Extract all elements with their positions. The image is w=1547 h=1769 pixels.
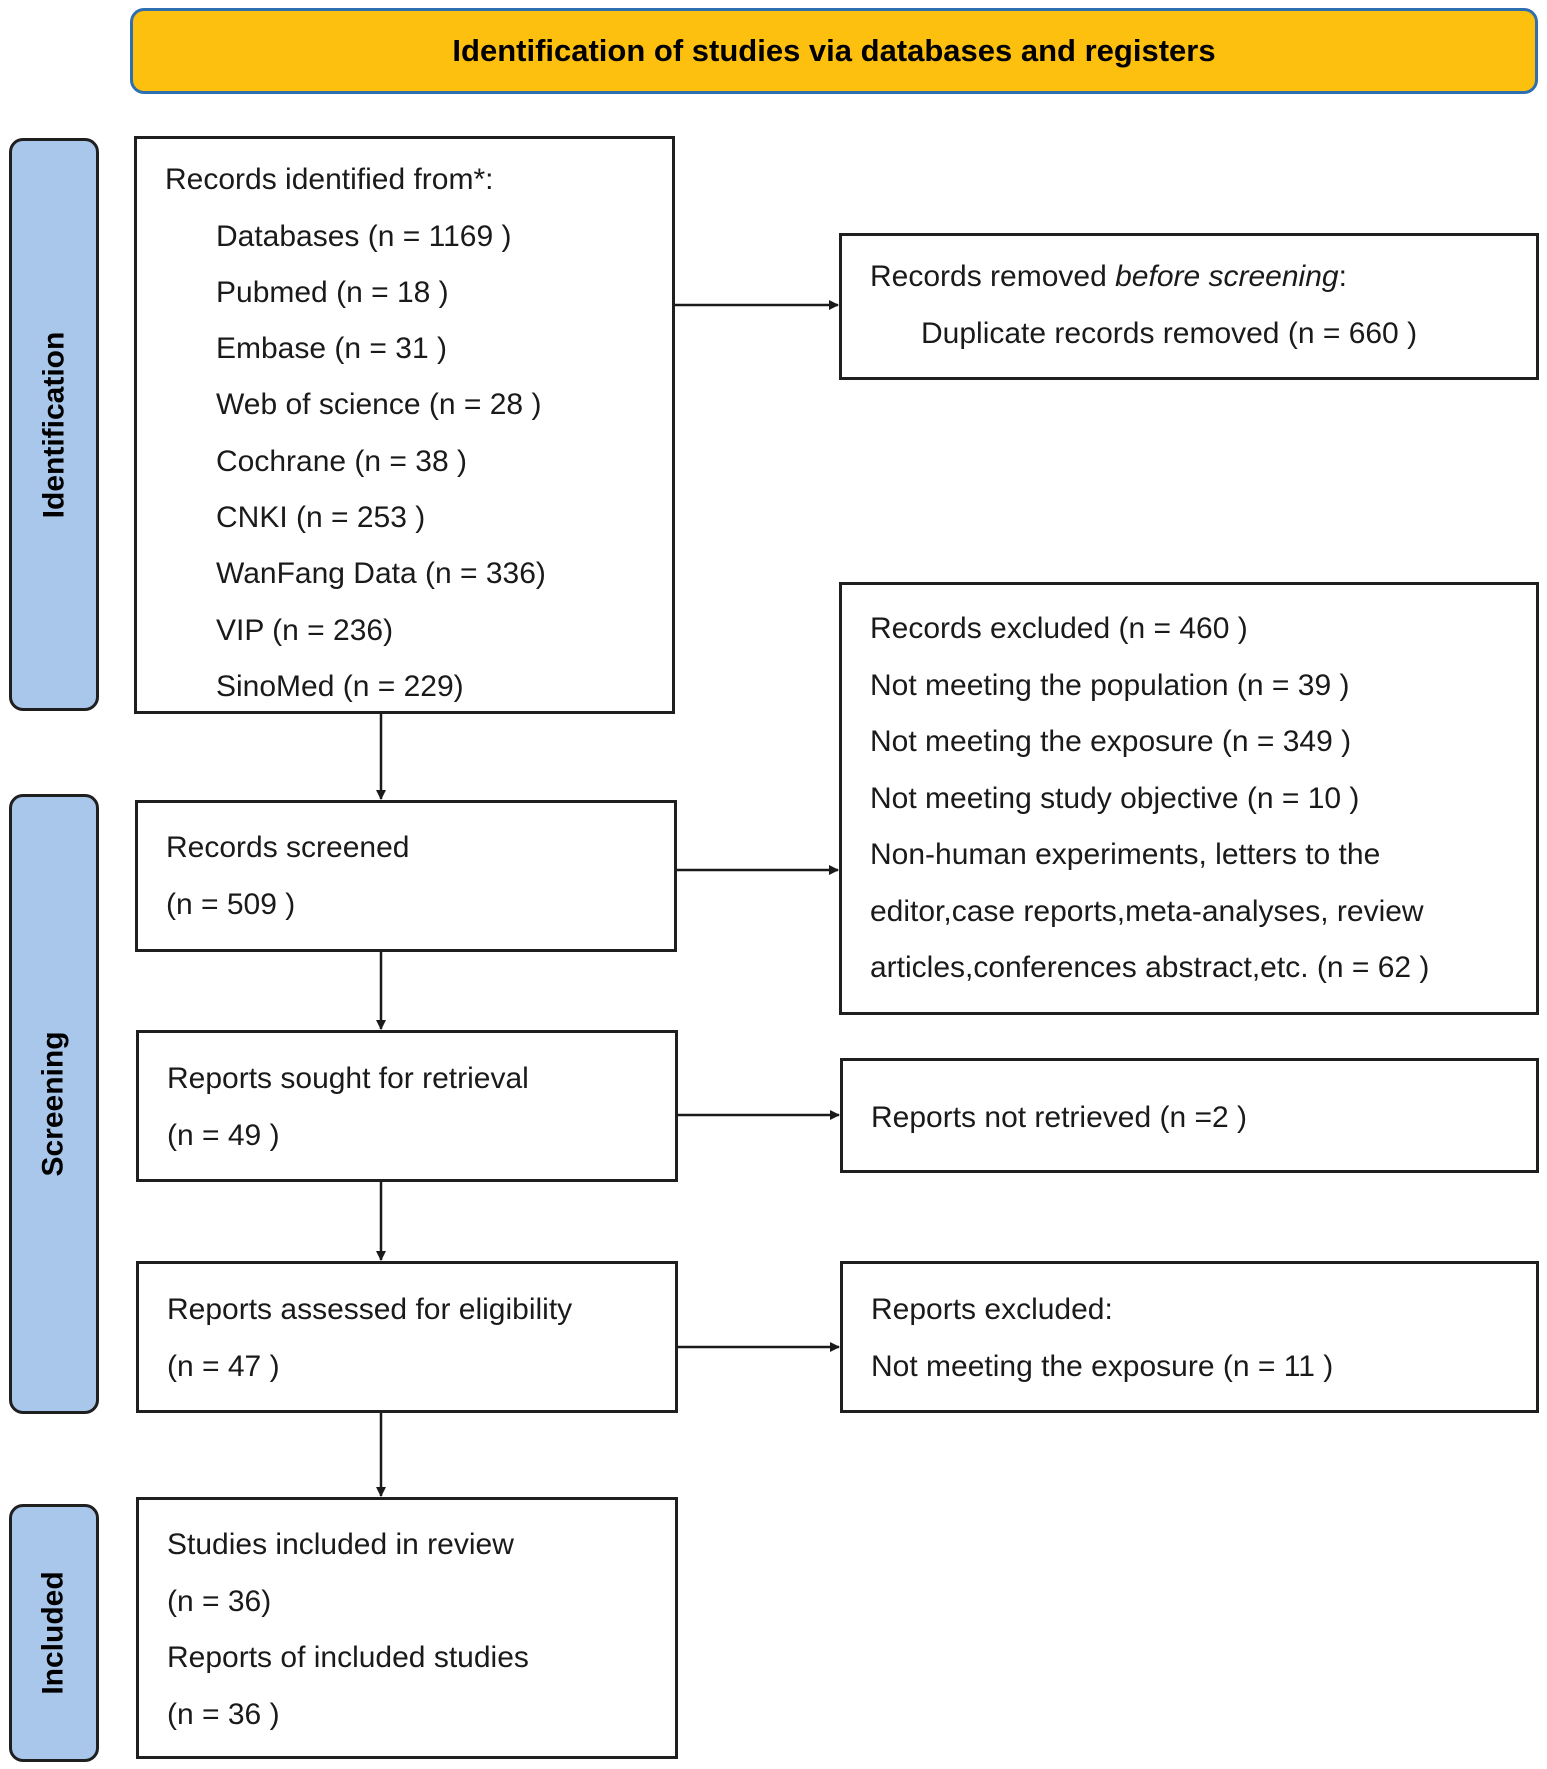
records-excluded-box: Records excluded (n = 460 ) Not meeting … <box>839 582 1539 1015</box>
studies-included-count: (n = 36) <box>167 1585 272 1618</box>
excluded-line: Non-human experiments, letters to the <box>870 838 1381 871</box>
reports-assessed-count: (n = 47 ) <box>167 1350 280 1383</box>
excluded-line: Not meeting the exposure (n = 349 ) <box>870 725 1352 758</box>
reports-included-count: (n = 36 ) <box>167 1698 280 1731</box>
source-item: SinoMed (n = 229) <box>216 670 464 703</box>
source-item: VIP (n = 236) <box>216 614 394 647</box>
source-item: CNKI (n = 253 ) <box>216 501 426 534</box>
header-banner: Identification of studies via databases … <box>130 8 1538 94</box>
studies-included-box: Studies included in review (n = 36) Repo… <box>136 1497 678 1759</box>
reports-excluded-title: Reports excluded: <box>871 1293 1113 1326</box>
reports-not-retrieved-box: Reports not retrieved (n =2 ) <box>840 1058 1539 1173</box>
excluded-line: editor,case reports,meta-analyses, revie… <box>870 895 1424 928</box>
source-item: Databases (n = 1169 ) <box>216 220 512 253</box>
reports-assessed-label: Reports assessed for eligibility <box>167 1293 573 1326</box>
reports-excluded-box: Reports excluded: Not meeting the exposu… <box>840 1261 1539 1413</box>
source-item: WanFang Data (n = 336) <box>216 557 546 590</box>
records-removed-title: Records removed before screening: <box>870 260 1347 293</box>
phase-screening: Screening <box>9 794 99 1414</box>
records-identified-box: Records identified from*: Databases (n =… <box>134 136 675 714</box>
reports-sought-count: (n = 49 ) <box>167 1119 280 1152</box>
reports-not-retrieved-label: Reports not retrieved (n =2 ) <box>871 1101 1248 1134</box>
reports-excluded-detail: Not meeting the exposure (n = 11 ) <box>871 1350 1334 1383</box>
excluded-line: Not meeting study objective (n = 10 ) <box>870 782 1360 815</box>
source-item: Embase (n = 31 ) <box>216 332 447 365</box>
records-screened-label: Records screened <box>166 831 410 864</box>
reports-sought-label: Reports sought for retrieval <box>167 1062 529 1095</box>
source-item: Web of science (n = 28 ) <box>216 388 542 421</box>
records-screened-count: (n = 509 ) <box>166 888 296 921</box>
reports-sought-box: Reports sought for retrieval (n = 49 ) <box>136 1030 678 1182</box>
records-identified-title: Records identified from*: <box>165 163 494 196</box>
phase-included: Included <box>9 1504 99 1762</box>
source-item: Cochrane (n = 38 ) <box>216 445 467 478</box>
records-removed-box: Records removed before screening: Duplic… <box>839 233 1539 380</box>
excluded-line: Not meeting the population (n = 39 ) <box>870 669 1350 702</box>
reports-assessed-box: Reports assessed for eligibility (n = 47… <box>136 1261 678 1413</box>
header-title: Identification of studies via databases … <box>452 33 1216 68</box>
records-screened-box: Records screened (n = 509 ) <box>135 800 677 952</box>
studies-included-label: Studies included in review <box>167 1528 514 1561</box>
excluded-line: Records excluded (n = 460 ) <box>870 612 1248 645</box>
phase-identification: Identification <box>9 138 99 711</box>
duplicate-records-removed: Duplicate records removed (n = 660 ) <box>921 317 1418 350</box>
excluded-line: articles,conferences abstract,etc. (n = … <box>870 951 1430 984</box>
source-item: Pubmed (n = 18 ) <box>216 276 449 309</box>
reports-included-label: Reports of included studies <box>167 1641 529 1674</box>
